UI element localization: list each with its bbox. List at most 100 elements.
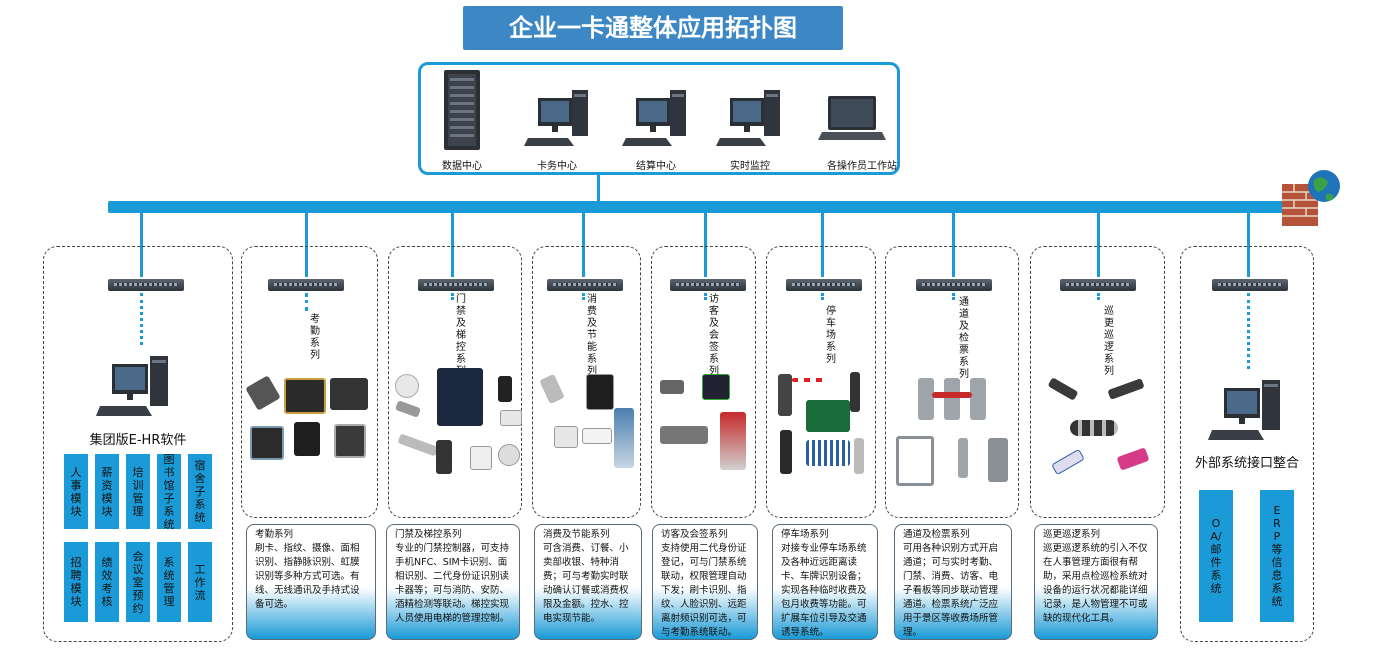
id-reader-icon [660,380,684,394]
visitor-kiosk-icon [720,412,746,470]
dotted-link [1247,293,1250,369]
drop-line [1247,213,1250,277]
parking-reader-icon [850,372,860,412]
kiosk-icon [614,408,634,468]
hr-module: 图书馆子系统 [157,453,181,531]
external-module-erp: ERP等信息系统 [1260,490,1294,622]
network-switch-icon [916,279,992,291]
network-switch-icon [108,279,184,291]
desc-access: 门禁及梯控系列 专业的门禁控制器，可支持手机NFC、SIM卡识别、面相识别、二代… [386,524,520,640]
firewall-internet-icon [1282,170,1340,226]
server-rack-icon [444,70,480,150]
subsystem-vlabel-parking: 停车场系列 [826,306,836,365]
laptop-icon [818,96,886,140]
network-switch-icon [786,279,862,291]
desc-consumption: 消费及节能系列 可含消费、订餐、小卖部收银、特种消费；可与考勤实时联动确认订餐或… [534,524,642,640]
checkpoint-tags-icon [1070,420,1118,436]
desc-patrol: 巡更巡逻系列 巡更巡逻系统的引入不仅在人事管理方面很有帮助，采用点检巡检系统对设… [1034,524,1158,640]
drop-line [451,213,454,277]
device-label-data-center: 数据中心 [442,161,482,172]
swing-gate-icon [970,378,986,420]
parking-controller-icon [806,400,850,432]
attendance-terminal-icon [284,378,326,414]
dotted-link [1097,293,1100,297]
dotted-link [305,293,308,311]
access-controller-icon [437,368,483,426]
group-external [1180,246,1314,642]
drop-line [1097,213,1100,277]
external-interface-label: 外部系统接口整合 [1194,456,1299,471]
subsystem-vlabel-access: 门禁及梯控系列 [456,294,466,377]
group-attendance [241,246,378,518]
group-patrol [1030,246,1165,518]
group-ehr [43,246,233,642]
group-parking [766,246,876,518]
network-switch-icon [547,279,623,291]
device-label-operator-workstation: 各操作员工作站 [827,161,897,172]
visitor-terminal-icon [702,374,730,400]
hr-module: 会议室预约 [126,542,150,622]
subsystem-vlabel-visitor: 访客及会签系列 [709,294,719,377]
hr-workstation-icon [96,356,168,416]
group-access [388,246,522,518]
meal-display-icon [582,428,612,444]
exit-button-icon [500,410,522,426]
dotted-link [952,293,955,297]
subsystem-vlabel-channel: 通道及检票系列 [959,297,969,380]
drop-line [582,213,585,277]
turnstile-icon [896,436,934,486]
desc-visitor: 访客及会签系列 支持使用二代身份证登记，可与门禁系统联动，权限管理自动下发；刷卡… [652,524,758,640]
dome-camera-icon [498,444,520,466]
device-label-settlement-center: 结算中心 [636,161,676,172]
ticket-machine-icon [780,430,792,474]
dotted-link [582,293,585,297]
barrier-gate-icon [778,374,792,416]
switch-panel-icon [470,446,492,470]
traffic-post-icon [854,438,864,474]
barrier-arm-icon [792,378,828,382]
desc-attendance: 考勤系列 刷卡、指纹、摄像、面相识别、指静脉识别、虹膜识别等多种方式可选。有线、… [246,524,376,640]
device-label-card-center: 卡务中心 [537,161,577,172]
hr-module: 招聘模块 [64,542,88,622]
dotted-link [704,293,707,297]
camera-terminal-icon [250,426,284,460]
hr-module: 绩效考核 [95,542,119,622]
smoke-detector-icon [395,374,419,398]
hr-module: 薪资模块 [95,454,119,529]
network-switch-icon [1060,279,1136,291]
hr-module: 宿舍子系统 [188,454,212,529]
tripod-gate-icon [958,438,968,478]
subsystem-vlabel-consumption: 消费及节能系列 [587,294,597,377]
diagram-title: 企业一卡通整体应用拓扑图 [463,6,843,50]
drop-line [952,213,955,277]
hr-module: 系统管理 [157,542,181,622]
network-switch-icon [1212,279,1288,291]
hr-module: 培训管理 [126,454,150,529]
hr-module: 工作流 [188,542,212,622]
face-recognition-terminal-icon [330,378,368,410]
card-reader-icon [498,376,512,402]
swing-gate-icon [918,378,934,420]
drop-line [821,213,824,277]
dotted-link [821,293,824,297]
drop-line [305,213,308,277]
fingerprint-terminal-icon [334,424,366,458]
hr-module: 人事模块 [64,454,88,529]
water-control-icon [554,426,578,448]
dotted-link [140,293,143,345]
parking-fence-icon [806,440,850,466]
drop-line [140,213,143,277]
pos-terminal-icon [586,374,614,410]
network-switch-icon [670,279,746,291]
gate-arm-icon [932,392,972,398]
desktop-pc-icon [716,90,780,146]
flap-gate-icon [988,438,1008,482]
document-scanner-icon [660,426,708,444]
network-switch-icon [418,279,494,291]
network-switch-icon [268,279,344,291]
hr-software-label: 集团版E-HR软件 [89,433,187,448]
network-backbone [108,201,1286,213]
dotted-link [451,293,454,297]
swing-gate-icon [944,378,960,420]
desktop-pc-icon [524,90,588,146]
